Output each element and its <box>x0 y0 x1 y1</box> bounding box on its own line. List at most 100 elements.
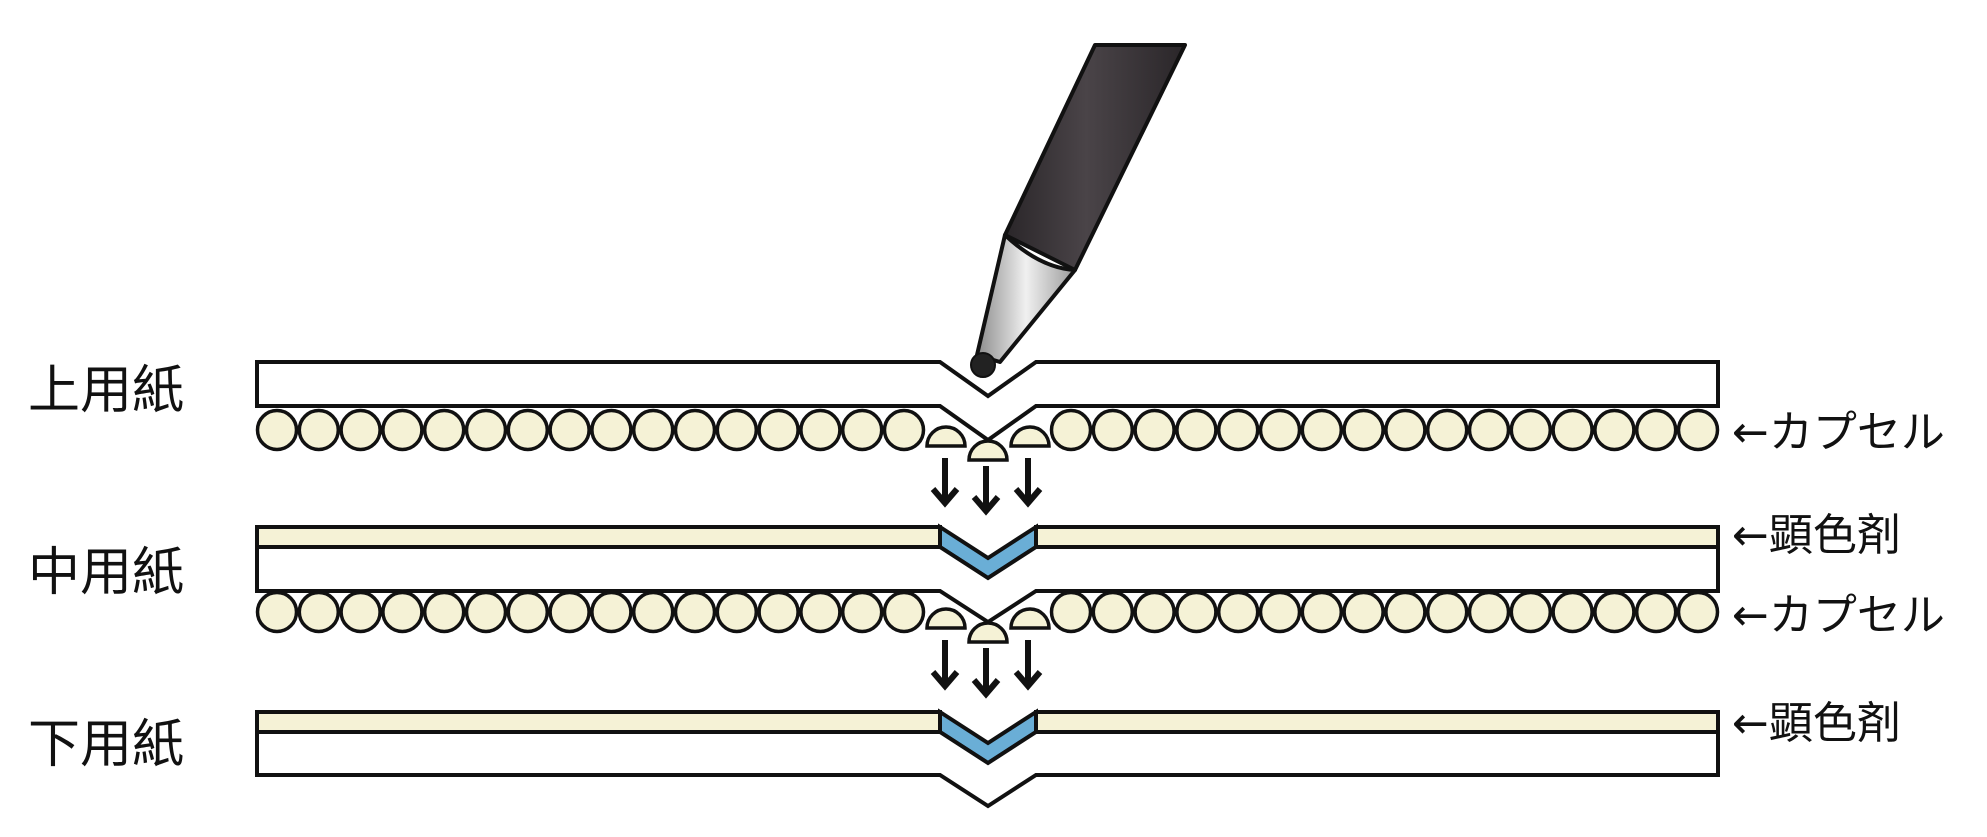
capsule <box>673 590 717 634</box>
capsule <box>631 590 675 634</box>
capsule <box>1342 408 1385 452</box>
capsule <box>548 590 591 634</box>
capsule <box>1551 590 1594 634</box>
upper-sheet <box>255 360 1720 443</box>
middle-sheet-label: 中用紙 <box>28 543 184 603</box>
arrow-group-2 <box>930 640 1043 699</box>
capsule <box>1634 590 1678 634</box>
capsule <box>1049 408 1093 452</box>
developer-layer-right <box>1034 710 1720 734</box>
ruptured-capsule <box>925 607 967 630</box>
capsule <box>1216 408 1260 452</box>
capsule <box>381 408 424 452</box>
capsule <box>1342 590 1385 634</box>
capsule-annotation-2: ←カプセル <box>1732 590 1945 641</box>
lower-paper <box>255 730 1720 809</box>
capsule <box>1175 408 1218 452</box>
capsule <box>1384 408 1427 452</box>
capsule <box>757 590 800 634</box>
capsule <box>757 408 800 452</box>
capsule <box>381 590 424 634</box>
capsule <box>1593 590 1636 634</box>
capsule-annotation-1: ←カプセル <box>1732 407 1945 458</box>
capsule <box>255 590 299 634</box>
capsule <box>882 590 926 634</box>
capsule <box>1384 590 1427 634</box>
capsule <box>1091 408 1135 452</box>
developer-layer-left <box>255 710 942 734</box>
capsule <box>422 590 466 634</box>
pen-icon <box>970 43 1187 378</box>
capsule-row-1 <box>255 408 1720 462</box>
capsule <box>1425 408 1469 452</box>
lower-sheet-label: 下用紙 <box>28 715 184 775</box>
capsule-row-2 <box>255 590 1720 644</box>
capsule <box>1216 590 1260 634</box>
capsule <box>1509 590 1553 634</box>
pen-body <box>1003 43 1187 272</box>
capsule <box>1258 408 1302 452</box>
capsule <box>590 408 633 452</box>
capsule <box>631 408 675 452</box>
ruptured-capsule <box>967 439 1009 462</box>
capsule <box>1593 408 1636 452</box>
capsule <box>1300 408 1344 452</box>
capsule <box>590 590 633 634</box>
capsule <box>840 590 884 634</box>
capsule <box>1467 590 1511 634</box>
capsule <box>339 408 382 452</box>
capsule <box>506 590 550 634</box>
capsule <box>1551 408 1594 452</box>
capsule <box>464 590 508 634</box>
middle-sheet <box>255 523 1720 625</box>
developer-layer-left <box>255 525 942 549</box>
upper-sheet-label: 上用紙 <box>28 361 184 421</box>
capsule <box>799 590 842 634</box>
capsule <box>1133 408 1176 452</box>
lower-sheet <box>255 708 1720 809</box>
capsule <box>1634 408 1678 452</box>
middle-paper <box>255 545 1720 625</box>
capsule <box>339 590 382 634</box>
down-arrow-icon <box>1013 640 1043 691</box>
down-arrow-icon <box>971 648 1001 699</box>
developer-layer-right <box>1034 525 1720 549</box>
down-arrow-icon <box>930 640 960 691</box>
capsule <box>840 408 884 452</box>
capsule <box>1091 590 1135 634</box>
capsule <box>799 408 842 452</box>
capsule <box>1258 590 1302 634</box>
down-arrow-icon <box>930 458 960 508</box>
ruptured-capsule <box>1009 425 1051 448</box>
capsule <box>1049 590 1093 634</box>
capsule <box>297 408 341 452</box>
capsule <box>1467 408 1511 452</box>
capsule <box>1509 408 1553 452</box>
developer-annotation-1: ←顕色剤 <box>1732 510 1901 561</box>
capsule <box>1676 590 1720 634</box>
capsule <box>548 408 591 452</box>
capsule <box>715 408 759 452</box>
capsule <box>422 408 466 452</box>
capsule <box>506 408 550 452</box>
capsule <box>1300 590 1344 634</box>
arrow-group-1 <box>930 458 1043 516</box>
down-arrow-icon <box>1013 458 1043 508</box>
capsule <box>1425 590 1469 634</box>
ruptured-capsule <box>925 425 967 448</box>
pen-ball <box>970 352 996 378</box>
ruptured-capsule <box>1009 607 1051 630</box>
down-arrow-icon <box>971 466 1001 516</box>
capsule <box>673 408 717 452</box>
capsule <box>255 408 299 452</box>
capsule <box>464 408 508 452</box>
capsule <box>1133 590 1176 634</box>
capsule <box>882 408 926 452</box>
capsule <box>297 590 341 634</box>
developer-annotation-2: ←顕色剤 <box>1732 698 1901 749</box>
capsule <box>715 590 759 634</box>
ruptured-capsule <box>967 621 1009 644</box>
capsule <box>1175 590 1218 634</box>
